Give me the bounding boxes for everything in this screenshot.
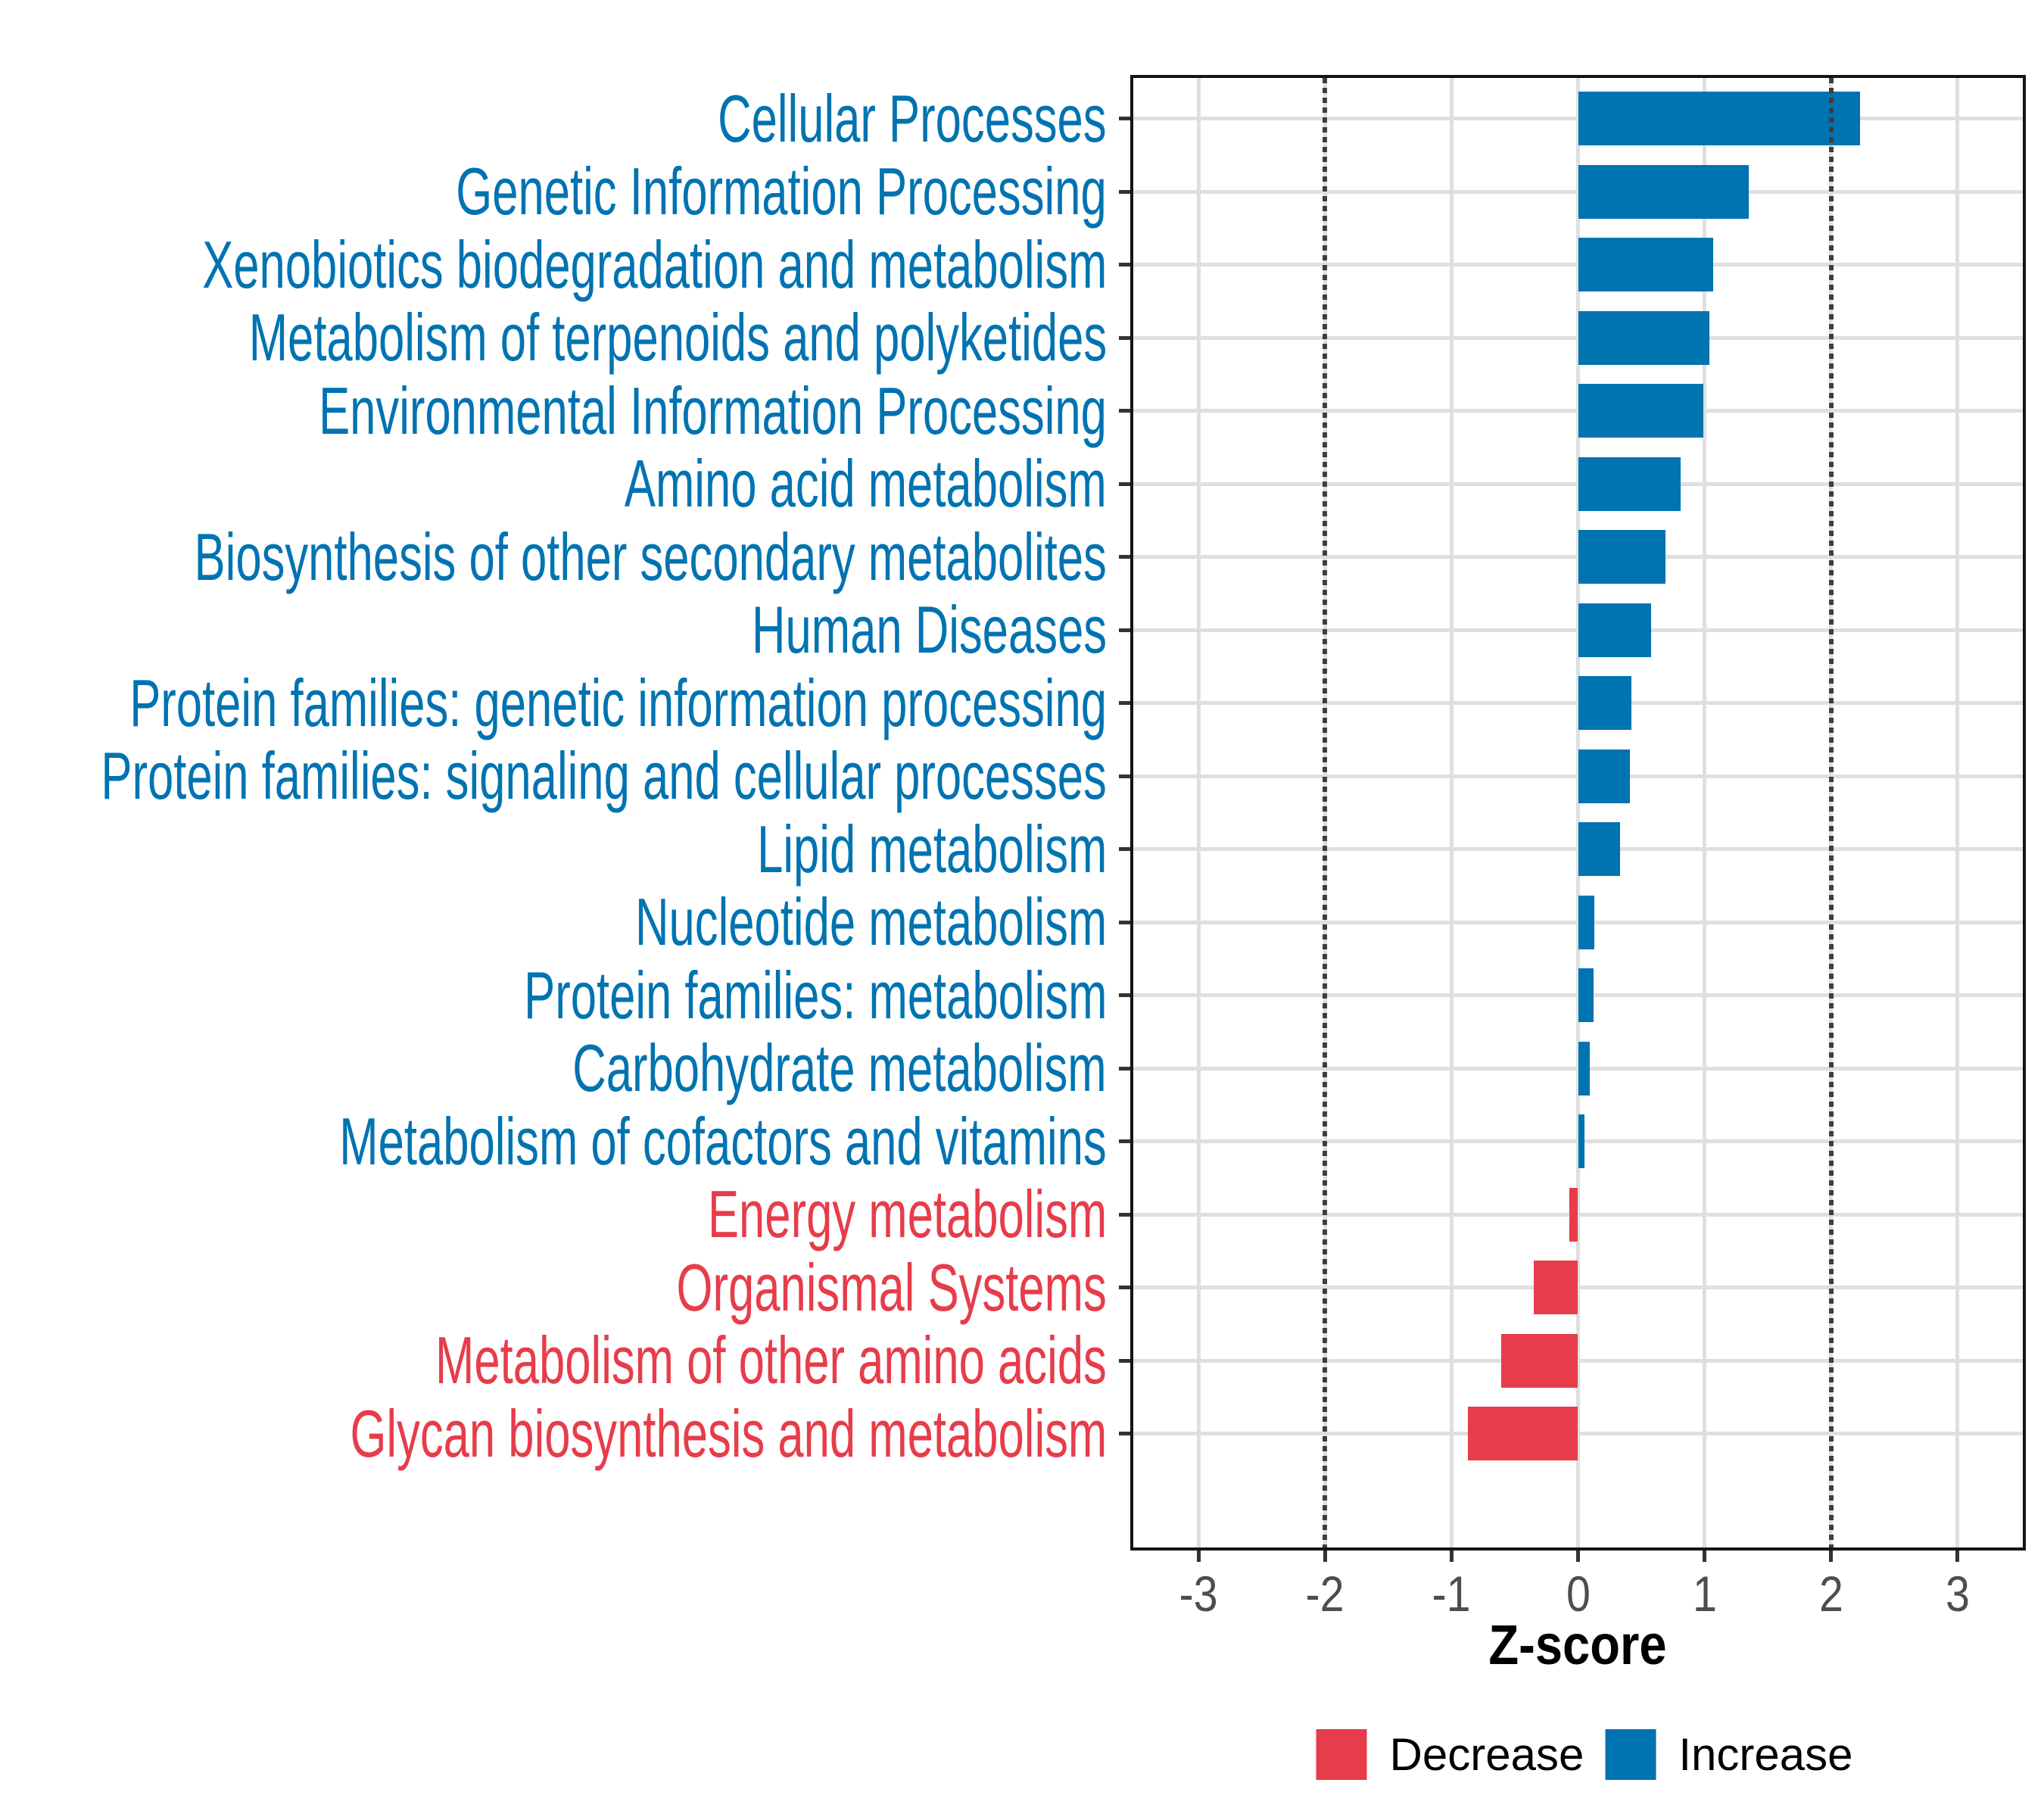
gridline-horizontal	[1133, 1432, 2023, 1436]
x-axis-title: Z-score	[1488, 1613, 1667, 1676]
legend-label-increase: Increase	[1678, 1728, 1853, 1780]
bar	[1578, 92, 1861, 146]
gridline-horizontal	[1133, 1212, 2023, 1217]
bar	[1578, 1041, 1590, 1095]
x-tick	[1955, 1551, 1960, 1562]
category-label: Nucleotide metabolism	[634, 884, 1107, 960]
y-tick	[1119, 1066, 1130, 1071]
x-tick-label: -3	[1179, 1566, 1218, 1622]
y-tick	[1119, 1212, 1130, 1217]
y-tick	[1119, 701, 1130, 706]
category-label: Lipid metabolism	[756, 811, 1107, 887]
bar	[1578, 530, 1665, 584]
category-label: Protein families: metabolism	[523, 957, 1107, 1033]
x-tick	[1323, 1551, 1327, 1562]
x-tick-label: 2	[1818, 1566, 1843, 1622]
x-tick-label: -2	[1305, 1566, 1344, 1622]
bar	[1578, 603, 1652, 657]
y-tick	[1119, 993, 1130, 998]
gridline-horizontal	[1133, 1358, 2023, 1363]
category-label: Organismal Systems	[676, 1249, 1107, 1325]
bar	[1578, 822, 1620, 877]
category-label: Cellular Processes	[718, 80, 1107, 156]
category-label: Metabolism of cofactors and vitamins	[339, 1103, 1107, 1179]
x-tick-label: 3	[1945, 1566, 1970, 1622]
category-label: Glycan biosynthesis and metabolism	[350, 1395, 1107, 1471]
y-tick	[1119, 920, 1130, 924]
legend-item-decrease: Decrease	[1316, 1729, 1584, 1780]
gridline-vertical	[1196, 78, 1201, 1547]
category-label: Protein families: genetic information pr…	[129, 665, 1107, 740]
category-label: Environmental Information Processing	[319, 372, 1107, 448]
legend: Decrease Increase	[1316, 1729, 1852, 1780]
bar	[1578, 749, 1630, 803]
legend-item-increase: Increase	[1605, 1729, 1852, 1780]
y-tick	[1119, 774, 1130, 778]
bar	[1569, 1187, 1578, 1242]
category-label: Amino acid metabolism	[625, 446, 1107, 522]
x-tick	[1449, 1551, 1454, 1562]
bar	[1578, 895, 1595, 949]
gridline-vertical	[1703, 78, 1707, 1547]
y-tick	[1119, 117, 1130, 121]
bar	[1578, 457, 1681, 511]
y-tick	[1119, 1432, 1130, 1436]
bar	[1500, 1333, 1578, 1388]
y-tick	[1119, 263, 1130, 267]
x-tick	[1576, 1551, 1580, 1562]
category-label: Biosynthesis of other secondary metaboli…	[194, 519, 1107, 594]
y-tick	[1119, 1139, 1130, 1144]
y-tick	[1119, 628, 1130, 632]
legend-key-increase	[1605, 1729, 1656, 1780]
plot-panel	[1130, 75, 2026, 1551]
bar	[1578, 384, 1703, 438]
bar	[1578, 676, 1631, 731]
gridline-vertical	[1449, 78, 1454, 1547]
legend-label-decrease: Decrease	[1389, 1728, 1584, 1780]
category-label: Xenobiotics biodegradation and metabolis…	[201, 226, 1107, 302]
x-tick-label: -1	[1432, 1566, 1471, 1622]
bar	[1578, 1114, 1584, 1169]
bar	[1578, 968, 1594, 1023]
legend-key-decrease	[1316, 1729, 1367, 1780]
category-label: Human Diseases	[751, 592, 1107, 668]
category-label: Energy metabolism	[707, 1177, 1107, 1252]
bar	[1468, 1407, 1578, 1461]
gridline-horizontal	[1133, 1286, 2023, 1290]
y-tick	[1119, 189, 1130, 194]
bar	[1578, 164, 1750, 219]
y-tick	[1119, 1358, 1130, 1363]
x-tick	[1196, 1551, 1201, 1562]
y-tick	[1119, 482, 1130, 486]
category-label: Protein families: signaling and cellular…	[101, 738, 1107, 814]
x-tick	[1703, 1551, 1707, 1562]
gridline-vertical	[1576, 78, 1580, 1547]
bar	[1534, 1261, 1578, 1315]
x-tick-label: 1	[1692, 1566, 1717, 1622]
y-tick	[1119, 335, 1130, 340]
category-label: Metabolism of terpenoids and polyketides	[248, 300, 1107, 376]
category-label: Carbohydrate metabolism	[572, 1030, 1107, 1106]
bar	[1578, 310, 1710, 365]
reference-line	[1323, 78, 1328, 1547]
x-tick-label: 0	[1566, 1566, 1591, 1622]
gridline-vertical	[1955, 78, 1960, 1547]
bar	[1578, 238, 1714, 292]
y-tick	[1119, 409, 1130, 413]
y-tick	[1119, 1286, 1130, 1290]
reference-line	[1828, 78, 1834, 1547]
y-tick	[1119, 847, 1130, 852]
y-tick	[1119, 555, 1130, 559]
category-label: Metabolism of other amino acids	[435, 1323, 1107, 1398]
category-label: Genetic Information Processing	[456, 154, 1107, 229]
x-tick	[1829, 1551, 1834, 1562]
